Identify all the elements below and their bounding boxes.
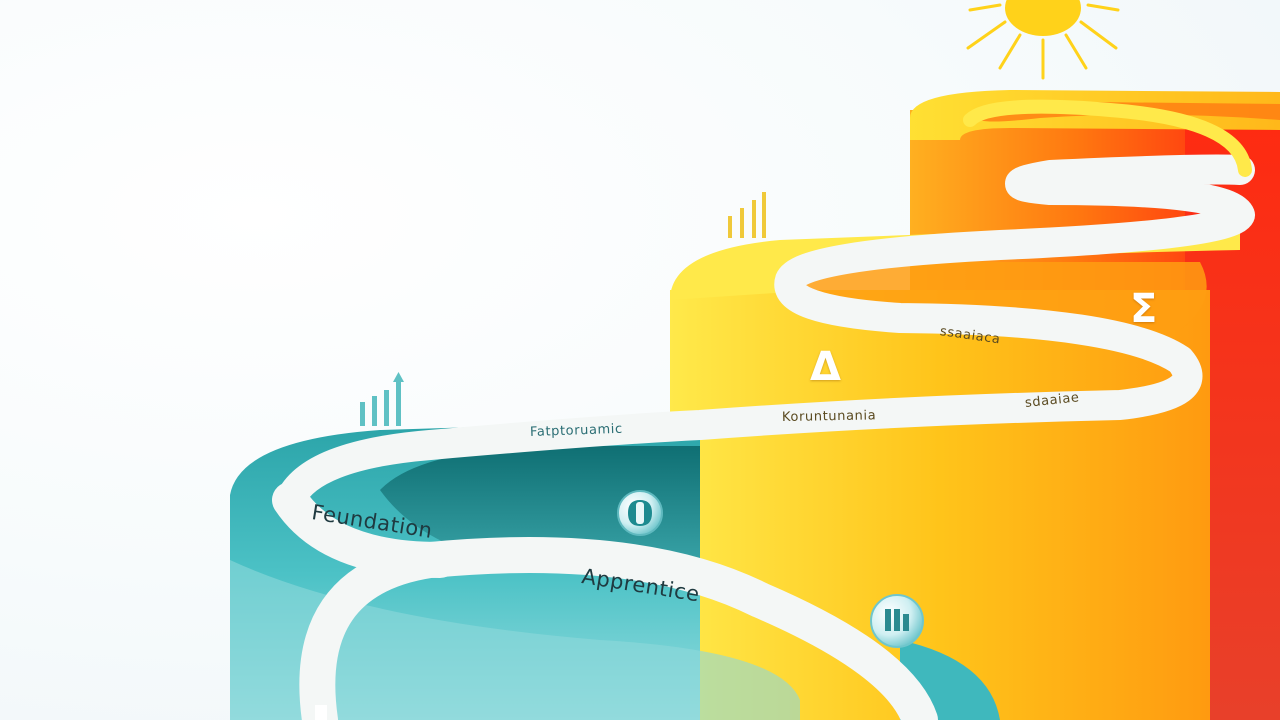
bar-chart-icon	[360, 372, 404, 426]
sigma-icon: Σ	[1130, 286, 1158, 332]
winding-path	[272, 99, 1255, 720]
building-icon	[870, 594, 924, 648]
person-icon	[617, 490, 663, 536]
stage-label-middle: Koruntunania	[781, 408, 877, 425]
post-marker	[315, 705, 327, 720]
delta-icon: Δ	[810, 344, 841, 390]
bar-chart-icon	[728, 192, 766, 238]
sun-icon	[966, 0, 1120, 80]
